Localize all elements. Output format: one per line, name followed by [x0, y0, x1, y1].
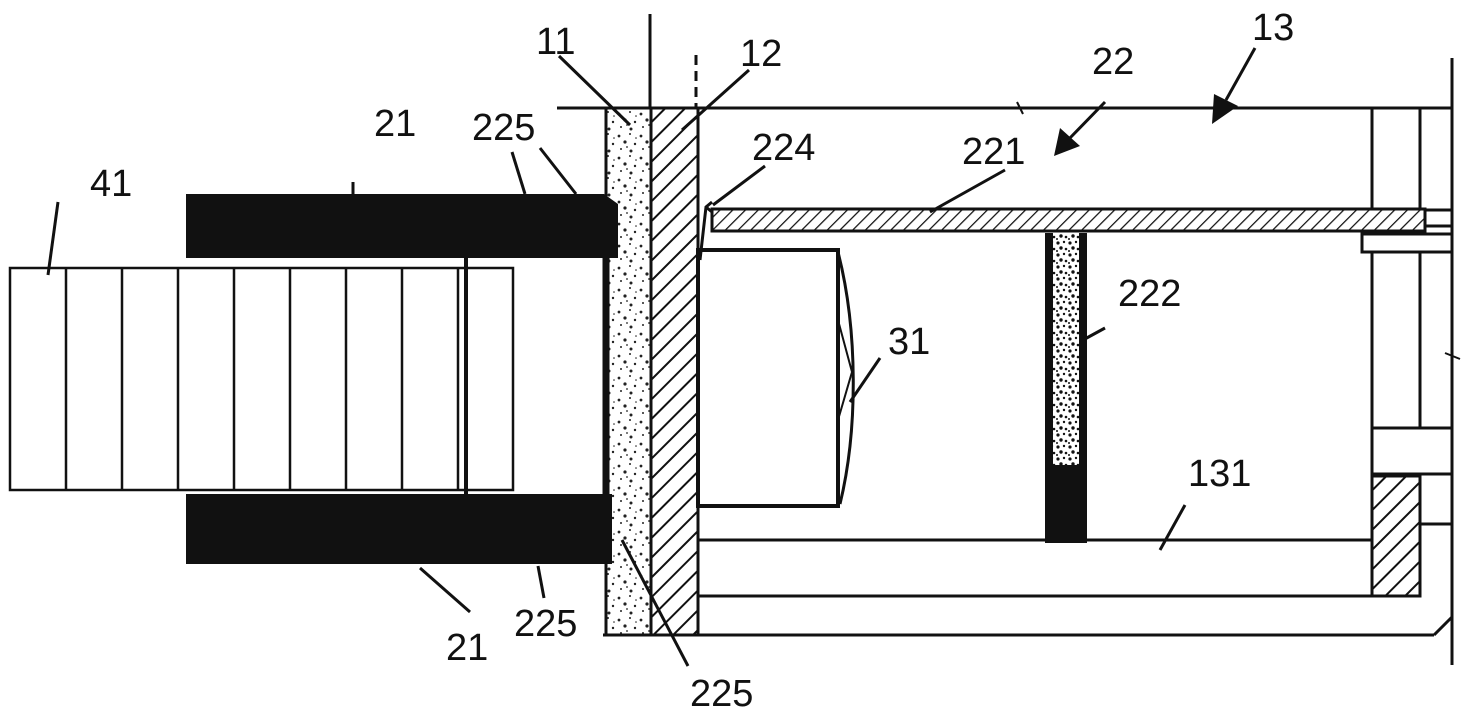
label-222: 222 — [1118, 273, 1181, 315]
arrow-13 — [1212, 47, 1257, 124]
label-225-base: 225 — [690, 673, 753, 715]
right-hatched-post — [1370, 474, 1422, 598]
shelf-221-hatched — [710, 207, 1427, 233]
label-22: 22 — [1092, 41, 1134, 83]
label-225-top: 225 — [472, 107, 535, 149]
hook-224 — [698, 200, 713, 261]
label-225-bottom: 225 — [514, 603, 577, 645]
label-13: 13 — [1252, 7, 1294, 49]
label-31: 31 — [888, 321, 930, 363]
leader-lines — [46, 54, 1187, 667]
arrow-22 — [1054, 100, 1107, 156]
label-11: 11 — [536, 21, 575, 63]
label-224: 224 — [752, 127, 815, 169]
label-221: 221 — [962, 131, 1025, 173]
label-21-bottom: 21 — [446, 627, 488, 669]
stack-41 — [8, 258, 515, 494]
box-31 — [696, 248, 855, 508]
label-41: 41 — [90, 163, 132, 205]
room-13 — [698, 108, 1454, 598]
label-21-top: 21 — [374, 103, 416, 145]
clamp-21-bottom — [186, 494, 612, 564]
post-222-speckled-core — [1053, 233, 1079, 465]
label-131: 131 — [1188, 453, 1251, 495]
label-12: 12 — [740, 33, 782, 75]
wall-12-hatched — [649, 106, 700, 637]
wall-11-speckled — [604, 106, 653, 637]
clamp-21-top — [186, 194, 618, 258]
